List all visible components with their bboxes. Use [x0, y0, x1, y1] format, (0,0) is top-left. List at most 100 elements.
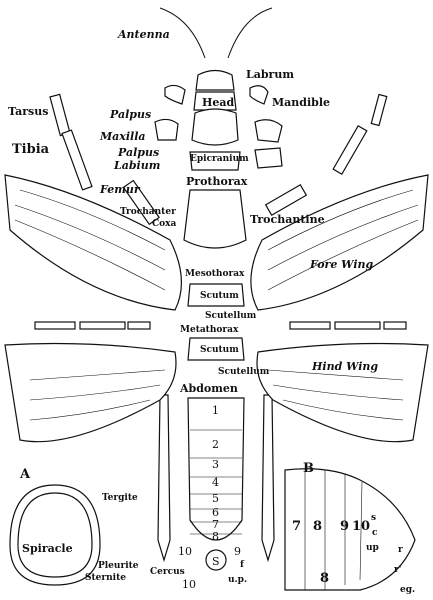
left-cercus-part: [157, 394, 171, 563]
left-maxilla-part: [154, 118, 179, 141]
label-head: Head: [202, 96, 235, 109]
label-metathorax: Metathorax: [180, 325, 239, 335]
label-scutellum-meta: Scutellum: [218, 367, 270, 377]
label-fore-wing: Fore Wing: [309, 258, 374, 271]
panel-b-number: 7: [292, 519, 301, 534]
panel-b-number: 8: [320, 571, 329, 586]
abdomen-tip-outline: [284, 468, 416, 591]
right-tarsus-part: [370, 93, 388, 127]
abdomen-segment-4: 4: [212, 476, 219, 489]
label-panel-b: B: [303, 461, 314, 476]
right-mid-leg-1: [289, 321, 331, 330]
label-tarsus: Tarsus: [8, 105, 48, 118]
left-antenna: [159, 7, 206, 59]
left-tarsus-part: [49, 93, 71, 137]
label-palpus-labium: Palpus: [117, 146, 159, 159]
label-up-bottom: u.p.: [228, 575, 247, 585]
prothorax-part: [183, 189, 247, 249]
label-abdomen: Abdomen: [179, 382, 238, 395]
abdomen-segment-lines: [190, 429, 242, 535]
abdomen-segment-5: 5: [212, 492, 219, 505]
abdomen-segment-3: 3: [212, 458, 219, 471]
label-femur: Femur: [99, 183, 141, 196]
label-panel-a: A: [19, 467, 31, 482]
left-mandible-part: [164, 84, 186, 105]
metathorax-part: [187, 337, 245, 361]
right-antenna: [227, 7, 273, 59]
anal-plate: [205, 549, 227, 571]
right-hind-wing: [256, 342, 429, 443]
right-femur-part: [264, 183, 308, 217]
label-ten-bottom: 10: [182, 578, 196, 591]
abdomen-segment-6: 6: [212, 506, 219, 519]
label-trochantine: Trochantine: [250, 213, 325, 226]
left-femur-part: [122, 179, 160, 226]
label-maxilla: Maxilla: [99, 130, 146, 143]
panel-b-number: 8: [313, 519, 322, 534]
label-nine: 9: [234, 545, 241, 558]
label-hind-wing: Hind Wing: [311, 360, 378, 373]
left-fore-wing: [4, 174, 183, 311]
label-labrum: Labrum: [246, 68, 294, 81]
abdomen-tip-segment-lines: [304, 470, 363, 590]
head-capsule-part: [191, 108, 239, 146]
mesothorax-part: [187, 283, 245, 307]
labium-part: [189, 151, 241, 171]
abdomen-segment-7: 7: [212, 518, 219, 531]
left-wing-veins: [14, 189, 166, 421]
label-epicranium: Epicranium: [190, 154, 249, 164]
label-tergite: Tergite: [102, 493, 138, 503]
abdomen-segment-8: 8: [212, 530, 219, 543]
label-scutum-meta: Scutum: [200, 345, 239, 355]
label-prothorax: Prothorax: [186, 175, 248, 188]
left-mid-leg-1: [34, 321, 76, 330]
label-b-r2: r': [394, 565, 402, 575]
right-tibia-part: [332, 125, 368, 175]
label-mandible: Mandible: [272, 96, 330, 109]
right-mid-leg-3: [383, 321, 407, 330]
label-f: f: [240, 560, 245, 570]
left-mid-leg-2: [79, 321, 126, 330]
abdomen-part: [187, 397, 245, 541]
label-mesothorax: Mesothorax: [185, 269, 245, 279]
right-cercus-part: [261, 394, 275, 563]
label-coxa: Coxa: [152, 219, 177, 229]
label-s-mark: S: [212, 555, 220, 568]
abdomen-segment-1: 1: [212, 404, 219, 417]
left-tibia-part: [61, 129, 93, 191]
label-b-c: c: [372, 528, 378, 538]
cross-section-inner: [17, 492, 93, 578]
right-fore-wing: [250, 174, 429, 311]
label-labium: Labium: [113, 159, 160, 172]
panel-b-number: 10: [352, 519, 370, 534]
head-front-part: [193, 91, 237, 111]
left-mid-leg-3: [127, 321, 151, 330]
right-wing-veins: [267, 189, 419, 421]
right-mandible-part: [249, 85, 269, 105]
label-tibia: Tibia: [12, 142, 50, 157]
panel-b-number: 9: [340, 519, 349, 534]
right-mid-leg-2: [334, 321, 381, 330]
right-labial-palpus: [254, 147, 283, 169]
label-scutum-meso: Scutum: [200, 291, 239, 301]
label-b-s: s: [371, 513, 376, 523]
label-b-eg: eg.: [400, 585, 415, 595]
label-cercus: Cercus: [150, 567, 185, 577]
left-hind-wing: [4, 342, 177, 443]
label-b-r: r: [398, 545, 403, 555]
label-antenna: Antenna: [117, 28, 170, 41]
label-scutellum-meso: Scutellum: [205, 311, 257, 321]
label-spiracle: Spiracle: [22, 542, 73, 555]
label-trochanter: Trochanter: [120, 207, 176, 217]
label-pleurite: Pleurite: [98, 561, 139, 571]
label-ten-left: 10: [178, 545, 192, 558]
label-sternite: Sternite: [85, 573, 126, 583]
right-maxilla-part: [254, 119, 283, 143]
label-palpus-top: Palpus: [109, 108, 151, 121]
label-b-up: up: [366, 543, 379, 553]
labrum-part: [195, 69, 235, 91]
